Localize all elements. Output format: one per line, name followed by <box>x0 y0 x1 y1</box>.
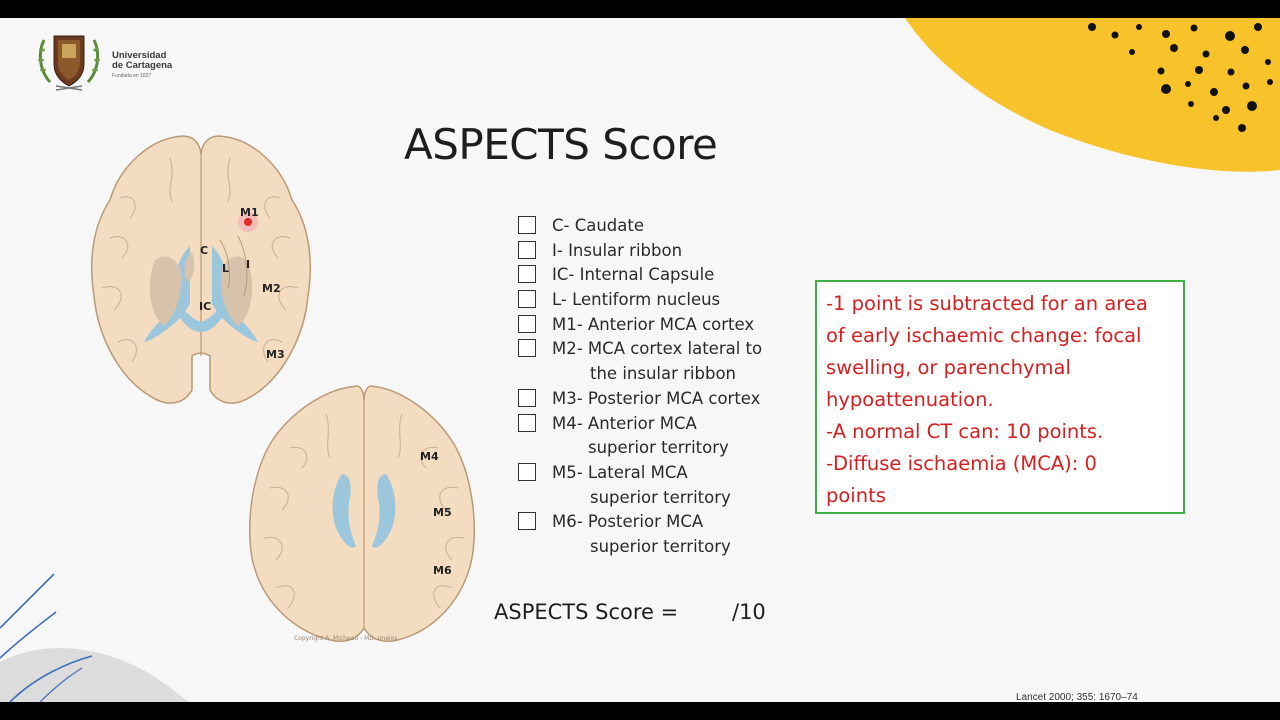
letterbox-bottom <box>0 702 1280 720</box>
checkbox[interactable] <box>518 512 536 531</box>
note-line: swelling, or parenchymal <box>826 356 1071 379</box>
checklist-item-m2[interactable]: M2- MCA cortex lateral to the insular ri… <box>518 337 788 386</box>
aspects-brain-diagram: M1 C L I M2 IC M3 M4 M5 M6 <box>90 135 475 642</box>
region-label-m1: M1 <box>240 206 259 219</box>
region-label-m5: M5 <box>433 506 452 519</box>
scoring-note-box: -1 point is subtracted for an area of ea… <box>815 280 1185 514</box>
checklist-item-label: M4- Anterior MCA <box>552 413 697 433</box>
checklist-item-label: M1- Anterior MCA cortex <box>552 314 755 334</box>
checklist-item-label: IC- Internal Capsule <box>552 265 715 285</box>
region-label-l: L <box>222 262 229 275</box>
university-name-line1: Universidad <box>112 50 167 61</box>
note-line: of early ischaemic change: focal <box>826 324 1142 347</box>
score-denominator: /10 <box>732 600 766 624</box>
checklist-item-internal-capsule[interactable]: IC- Internal Capsule <box>518 263 788 288</box>
region-label-m2: M2 <box>262 282 281 295</box>
checkbox[interactable] <box>518 240 536 259</box>
region-label-i: I <box>246 258 250 271</box>
checklist-item-m4[interactable]: M4- Anterior MCA superior territory <box>518 412 788 461</box>
checklist-item-m6[interactable]: M6- Posterior MCA superior territory <box>518 510 788 559</box>
checkbox[interactable] <box>518 462 536 481</box>
checklist-item-label-continued: superior territory <box>590 487 731 507</box>
checklist-item-insular-ribbon[interactable]: I- Insular ribbon <box>518 239 788 264</box>
checklist-item-m5[interactable]: M5- Lateral MCA superior territory <box>518 461 788 510</box>
diagram-copyright: Copyright A. Micheau - MD, imaios <box>294 635 397 642</box>
checklist-item-m3[interactable]: M3- Posterior MCA cortex <box>518 387 788 412</box>
university-name: Universidad de Cartagena <box>112 51 172 71</box>
university-name-line2: de Cartagena <box>112 60 173 71</box>
checkbox[interactable] <box>518 339 536 358</box>
brain-slice-supraganglionic <box>249 385 475 642</box>
score-label: ASPECTS Score = <box>494 600 679 624</box>
checklist-item-lentiform-nucleus[interactable]: L- Lentiform nucleus <box>518 288 788 313</box>
checkbox[interactable] <box>518 388 536 407</box>
checklist-item-m1[interactable]: M1- Anterior MCA cortex <box>518 313 788 338</box>
region-label-m4: M4 <box>420 450 439 463</box>
note-line: points <box>826 484 886 507</box>
university-tagline: Fundada en 1827 <box>112 73 152 79</box>
brain-slice-ganglionic <box>90 135 312 404</box>
slide: Universidad de Cartagena Fundada en 1827… <box>0 18 1280 702</box>
note-line: hypoattenuation. <box>826 388 994 411</box>
checklist-item-label: I- Insular ribbon <box>552 240 683 260</box>
checkbox[interactable] <box>518 290 536 309</box>
checkbox[interactable] <box>518 314 536 333</box>
checklist-item-label-continued: superior territory <box>590 536 731 556</box>
university-logo: Universidad de Cartagena Fundada en 1827 <box>36 30 186 92</box>
region-label-m6: M6 <box>433 564 452 577</box>
note-line: -A normal CT can: 10 points. <box>826 420 1104 443</box>
university-crest-icon <box>38 35 100 91</box>
checklist-item-label-continued: superior territory <box>588 438 729 458</box>
checklist-item-label: M2- MCA cortex lateral to <box>552 339 763 359</box>
letterbox-top <box>0 0 1280 18</box>
slide-title: ASPECTS Score <box>404 120 718 169</box>
checkbox[interactable] <box>518 413 536 432</box>
checklist-item-label-continued: the insular ribbon <box>590 364 737 384</box>
checklist-item-label: M5- Lateral MCA <box>552 462 688 482</box>
region-label-ic: IC <box>199 300 211 313</box>
region-label-c: C <box>200 244 208 257</box>
aspects-score-formula: ASPECTS Score = /10 <box>494 600 766 624</box>
checklist-item-caudate[interactable]: C- Caudate <box>518 214 788 239</box>
checkbox[interactable] <box>518 265 536 284</box>
aspects-region-checklist: C- Caudate I- Insular ribbon IC- Interna… <box>518 214 788 560</box>
citation: Lancet 2000; 355: 1670–74 <box>1016 692 1138 702</box>
checklist-item-label: C- Caudate <box>552 216 645 235</box>
checkbox[interactable] <box>518 216 536 234</box>
note-line: -Diffuse ischaemia (MCA): 0 <box>826 452 1097 475</box>
note-line: -1 point is subtracted for an area <box>826 292 1148 315</box>
checklist-item-label: L- Lentiform nucleus <box>552 290 721 310</box>
checklist-item-label: M3- Posterior MCA cortex <box>552 388 761 408</box>
region-label-m3: M3 <box>266 348 285 361</box>
checklist-item-label: M6- Posterior MCA <box>552 512 704 532</box>
